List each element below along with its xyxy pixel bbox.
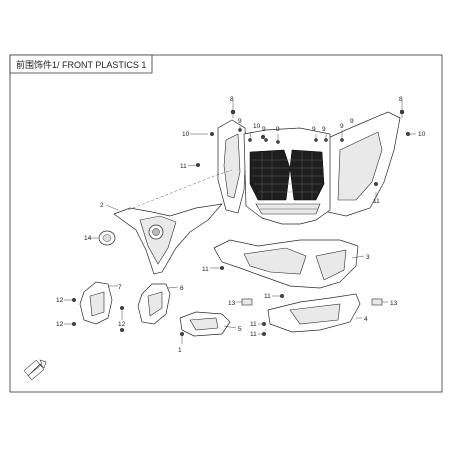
- callout-4: 4: [364, 316, 368, 323]
- fasteners: [71, 100, 411, 337]
- callout-9c: 9: [276, 126, 280, 133]
- left-panel-recess: [223, 133, 241, 199]
- callout-11f: 11: [250, 331, 257, 338]
- callout-9d: 9: [312, 126, 316, 133]
- callout-11a: 11: [180, 163, 187, 170]
- callout-11e: 11: [250, 321, 257, 328]
- callout-5: 5: [238, 326, 242, 333]
- callout-numbers: 8 8 10 10 10 9 9 9 9 9 9 9 11 11 2 14 3 …: [56, 96, 426, 354]
- clip-13-right: [371, 298, 383, 306]
- bumper-center-panel: [139, 215, 177, 265]
- left-grille-mesh: [249, 149, 291, 201]
- callout-10a: 10: [182, 131, 190, 138]
- grille-pattern: [252, 151, 324, 200]
- callout-3: 3: [366, 254, 370, 261]
- assembly-dashed-line: [127, 169, 233, 211]
- clip-13-left: [241, 298, 253, 306]
- skid-plate-ribs: [289, 303, 341, 325]
- callout-9b: 9: [262, 126, 266, 133]
- callout-13b: 13: [390, 300, 398, 307]
- callout-12b: 12: [56, 321, 64, 328]
- callout-11b: 11: [373, 198, 380, 205]
- lower-grille-recess-left: [243, 247, 307, 275]
- callout-9a: 9: [238, 118, 242, 125]
- front-fascia-assembly: [217, 111, 401, 225]
- callout-9g: 9: [350, 118, 354, 125]
- callout-6: 6: [180, 285, 184, 292]
- title-box: [9, 54, 153, 74]
- right-grille-mesh: [289, 149, 325, 201]
- front-direction-arrow-icon: [23, 359, 47, 381]
- callout-10c: 10: [418, 131, 426, 138]
- callout-1: 1: [178, 347, 182, 354]
- callout-11c: 11: [202, 266, 209, 273]
- callout-8a: 8: [230, 96, 234, 103]
- callout-9f: 9: [340, 123, 344, 130]
- callout-8b: 8: [399, 96, 403, 103]
- lower-grille-recess-right: [315, 249, 347, 281]
- callout-11d: 11: [264, 293, 271, 300]
- callout-14: 14: [84, 235, 92, 242]
- right-panel-recess: [337, 131, 383, 201]
- callout-12c: 12: [118, 321, 126, 328]
- leader-lines: [64, 126, 416, 344]
- diagram-frame: [9, 54, 443, 393]
- callout-12a: 12: [56, 297, 64, 304]
- callout-9e: 9: [322, 126, 326, 133]
- callout-10b: 10: [253, 123, 261, 130]
- callout-2: 2: [100, 202, 104, 209]
- callout-7: 7: [118, 284, 122, 291]
- diagram-title: 前围饰件1/ FRONT PLASTICS 1: [16, 59, 146, 70]
- callout-13a: 13: [228, 300, 236, 307]
